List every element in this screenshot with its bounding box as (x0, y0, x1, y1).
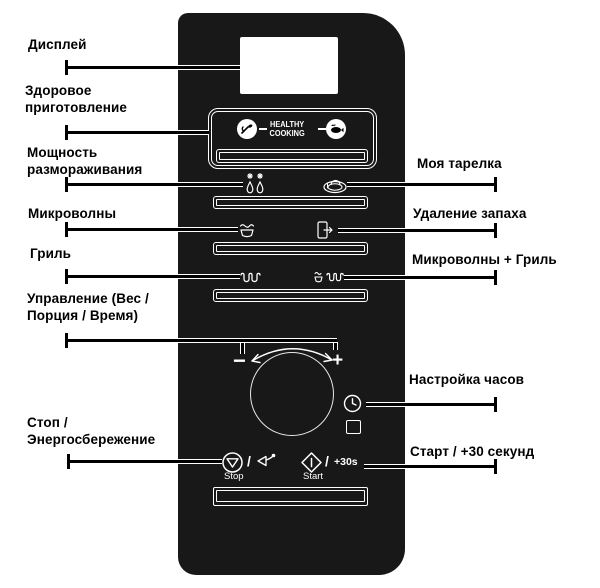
label-display: Дисплей (28, 37, 87, 52)
hc-right-dash (318, 128, 326, 130)
display-screen (240, 37, 338, 94)
callout-tick (494, 223, 497, 238)
callout-line-display (65, 60, 240, 75)
label-clock-setting: Настройка часов (409, 372, 525, 387)
label-grill: Гриль (30, 246, 72, 261)
clock-icon[interactable] (343, 394, 362, 413)
label-my-plate: Моя тарелка (417, 156, 502, 171)
energy-saving-icon[interactable] (256, 451, 277, 470)
callout-tick (65, 125, 68, 140)
callout-tick (65, 60, 68, 75)
start-plus30-label: +30s (334, 456, 358, 468)
grill-icon[interactable] (239, 271, 261, 284)
callout-tick (494, 459, 497, 474)
label-defrost-power: Мощность размораживания (27, 145, 143, 177)
healthy-veggies-icon[interactable] (237, 119, 257, 139)
dial-minus-sign: − (233, 348, 246, 373)
callout-tick (67, 454, 70, 469)
callout-line-start (364, 459, 497, 474)
callout-tick (494, 270, 497, 285)
hc-left-dash (259, 128, 267, 130)
stop-caption: Stop (224, 471, 244, 482)
callout-line-myplate (347, 177, 497, 192)
callout-tick (65, 222, 68, 237)
healthy-cooking-slot[interactable] (216, 149, 368, 163)
callout-tick (494, 397, 497, 412)
label-microwaves: Микроволны (28, 206, 117, 221)
callout-tick (494, 177, 497, 192)
grill-microgrill-slot[interactable] (213, 289, 368, 302)
callout-line-healthy (65, 125, 209, 140)
callout-line-microwaves (65, 222, 238, 237)
my-plate-icon[interactable] (322, 177, 348, 194)
start-caption: Start (303, 471, 324, 482)
start-stop-slot[interactable] (213, 487, 368, 506)
callout-line-microgrill (344, 270, 497, 285)
microwave-grill-icon[interactable] (313, 269, 347, 285)
stop-icon[interactable] (221, 451, 244, 474)
healthy-fish-icon[interactable] (326, 119, 346, 139)
start-separator: / (325, 453, 329, 469)
bracket-right-drop (333, 342, 338, 350)
label-start-30s: Старт / +30 секунд (410, 444, 535, 459)
label-odor-removal: Удаление запаха (413, 206, 527, 221)
start-icon[interactable] (300, 451, 323, 474)
dial-plus-sign: + (332, 350, 344, 371)
label-microwaves-grill: Микроволны + Гриль (412, 252, 557, 267)
odor-removal-icon[interactable] (316, 220, 334, 240)
rotate-arrow-icon (247, 340, 337, 366)
label-control: Управление (Вес / Порция / Время) (27, 291, 149, 323)
label-healthy-cooking: Здоровое приготовление (25, 83, 128, 115)
stop-separator: / (247, 453, 251, 469)
healthy-cooking-title: HEALTHY COOKING (269, 120, 305, 138)
microwave-odor-slot[interactable] (213, 242, 368, 255)
callout-line-defrost (65, 177, 243, 192)
callout-tick (65, 333, 68, 348)
callout-line-odor (338, 223, 497, 238)
callout-tick (65, 269, 68, 284)
microwave-icon[interactable] (237, 221, 257, 239)
callout-line-control (65, 333, 337, 348)
clock-square-button[interactable] (346, 420, 361, 434)
defrost-myplate-slot[interactable] (213, 196, 368, 209)
control-knob[interactable] (250, 352, 334, 436)
healthy-cooking-section[interactable] (208, 108, 377, 169)
bracket-left-drop (240, 342, 245, 354)
callout-line-grill (65, 269, 240, 284)
callout-line-clock (366, 397, 497, 412)
callout-tick (65, 177, 68, 192)
callout-line-stop (67, 454, 222, 469)
label-stop-energy: Стоп / Энергосбережение (27, 415, 156, 447)
defrost-icon[interactable] (243, 172, 267, 197)
